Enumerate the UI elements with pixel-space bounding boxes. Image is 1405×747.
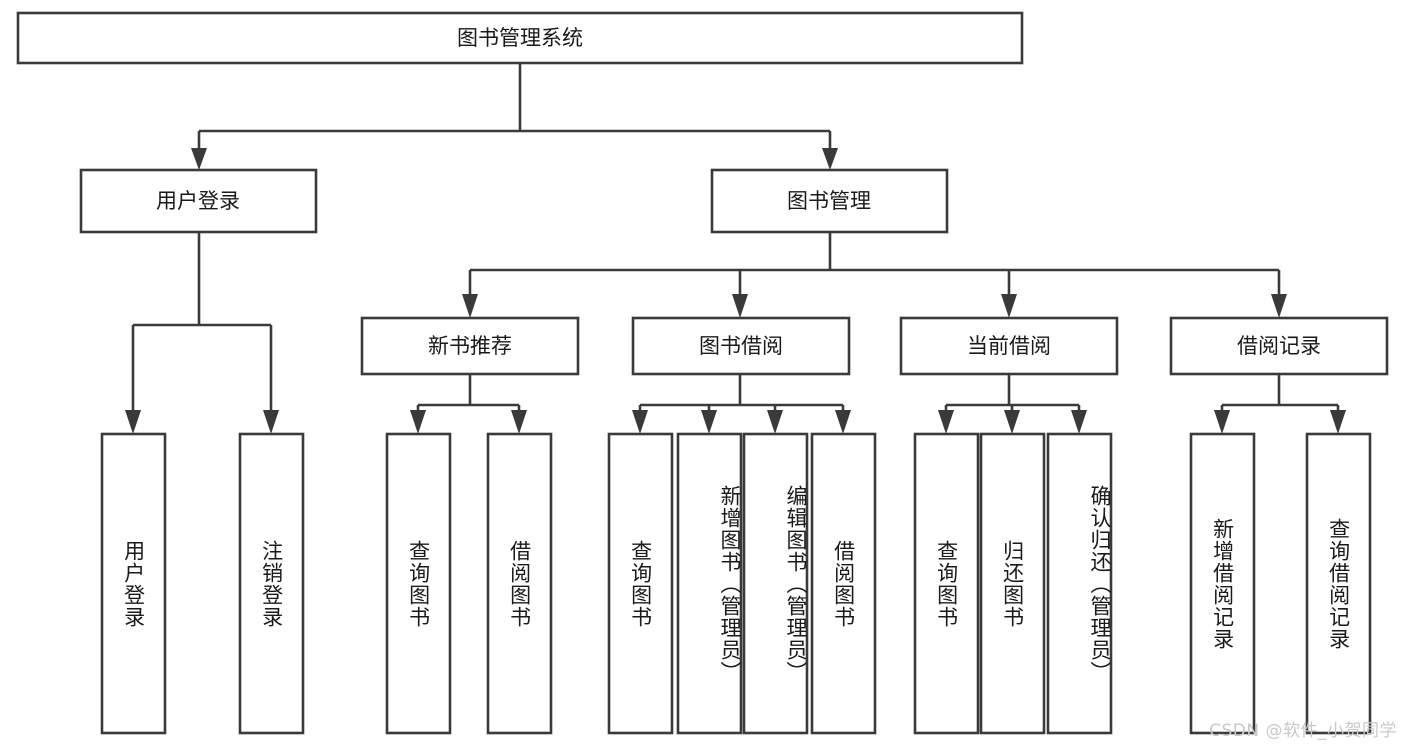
arrow-cb-query-book <box>938 410 954 434</box>
node-book-management-label: 图书管理 <box>787 189 871 213</box>
csdn-watermark: CSDN @软件_小贺同学 <box>1209 721 1397 741</box>
connector-user-login-to-leaves <box>125 232 279 434</box>
node-new-book-recommend-box[interactable] <box>360 316 580 376</box>
leaf-box-cb-return-book[interactable] <box>979 432 1046 735</box>
leaf-box-cb-confirm-return[interactable] <box>1046 432 1113 735</box>
arrow-leaf-logout <box>263 410 279 434</box>
node-root-box[interactable] <box>16 11 1024 65</box>
node-root-book-management-system[interactable]: 图书管理系统 <box>16 11 1024 65</box>
connector-book-borrow-to-leaves <box>632 374 851 434</box>
node-user-login-box[interactable] <box>79 168 318 234</box>
arrow-book-borrow <box>732 294 748 318</box>
leaf-box-br-add-record[interactable] <box>1189 432 1256 735</box>
arrow-cb-return-book <box>1004 410 1020 434</box>
connector-current-borrow-to-leaves <box>938 374 1087 434</box>
node-borrow-record-label: 借阅记录 <box>1237 334 1321 358</box>
node-book-management-box[interactable] <box>710 168 949 234</box>
node-book-borrow[interactable]: 图书借阅 <box>631 316 851 376</box>
leaf-box-bb-add-book[interactable] <box>676 432 743 735</box>
leaf-box-bb-edit-book[interactable] <box>742 432 809 735</box>
connector-root-to-level2 <box>191 63 838 170</box>
node-user-login[interactable]: 用户登录 <box>79 168 318 234</box>
arrow-cb-confirm-return <box>1071 410 1087 434</box>
node-root-label: 图书管理系统 <box>457 26 583 50</box>
node-book-borrow-box[interactable] <box>631 316 851 376</box>
leaf-box-cb-query-book[interactable] <box>913 432 980 735</box>
node-new-book-recommend-label: 新书推荐 <box>428 334 512 358</box>
arrow-nb-query-book <box>410 410 426 434</box>
arrow-user-login <box>191 148 207 170</box>
arrow-br-add-record <box>1214 410 1230 434</box>
node-current-borrow-box[interactable] <box>899 316 1119 376</box>
arrow-bb-add-book <box>701 410 717 434</box>
leaf-box-br-query-record[interactable] <box>1305 432 1372 735</box>
arrow-bb-edit-book <box>767 410 783 434</box>
connector-borrow-record-to-leaves <box>1214 374 1346 434</box>
node-new-book-recommend[interactable]: 新书推荐 <box>360 316 580 376</box>
leaf-box-nb-borrow-book[interactable] <box>486 432 553 735</box>
leaf-box-bb-query-book[interactable] <box>607 432 674 735</box>
arrow-nb-borrow-book <box>511 410 527 434</box>
node-book-management[interactable]: 图书管理 <box>710 168 949 234</box>
arrow-current-borrow <box>1001 294 1017 318</box>
leaf-box-user-login[interactable] <box>100 432 167 735</box>
node-book-borrow-label: 图书借阅 <box>699 334 783 358</box>
leaf-box-nb-query-book[interactable] <box>385 432 452 735</box>
arrow-bb-borrow-book <box>835 410 851 434</box>
arrow-new-book-recommend <box>462 294 478 318</box>
arrow-br-query-record <box>1330 410 1346 434</box>
connector-book-manage-to-level3 <box>462 232 1287 318</box>
arrow-bb-query-book <box>632 410 648 434</box>
arrow-borrow-record <box>1271 294 1287 318</box>
leaf-box-logout[interactable] <box>238 432 305 735</box>
node-borrow-record-box[interactable] <box>1169 316 1389 376</box>
node-current-borrow[interactable]: 当前借阅 <box>899 316 1119 376</box>
arrow-leaf-user-login <box>125 410 141 434</box>
arrow-book-manage <box>822 148 838 170</box>
node-borrow-record[interactable]: 借阅记录 <box>1169 316 1389 376</box>
leaf-box-bb-borrow-book[interactable] <box>810 432 877 735</box>
node-current-borrow-label: 当前借阅 <box>967 334 1051 358</box>
node-user-login-label: 用户登录 <box>156 189 240 213</box>
connector-new-book-to-leaves <box>410 374 527 434</box>
